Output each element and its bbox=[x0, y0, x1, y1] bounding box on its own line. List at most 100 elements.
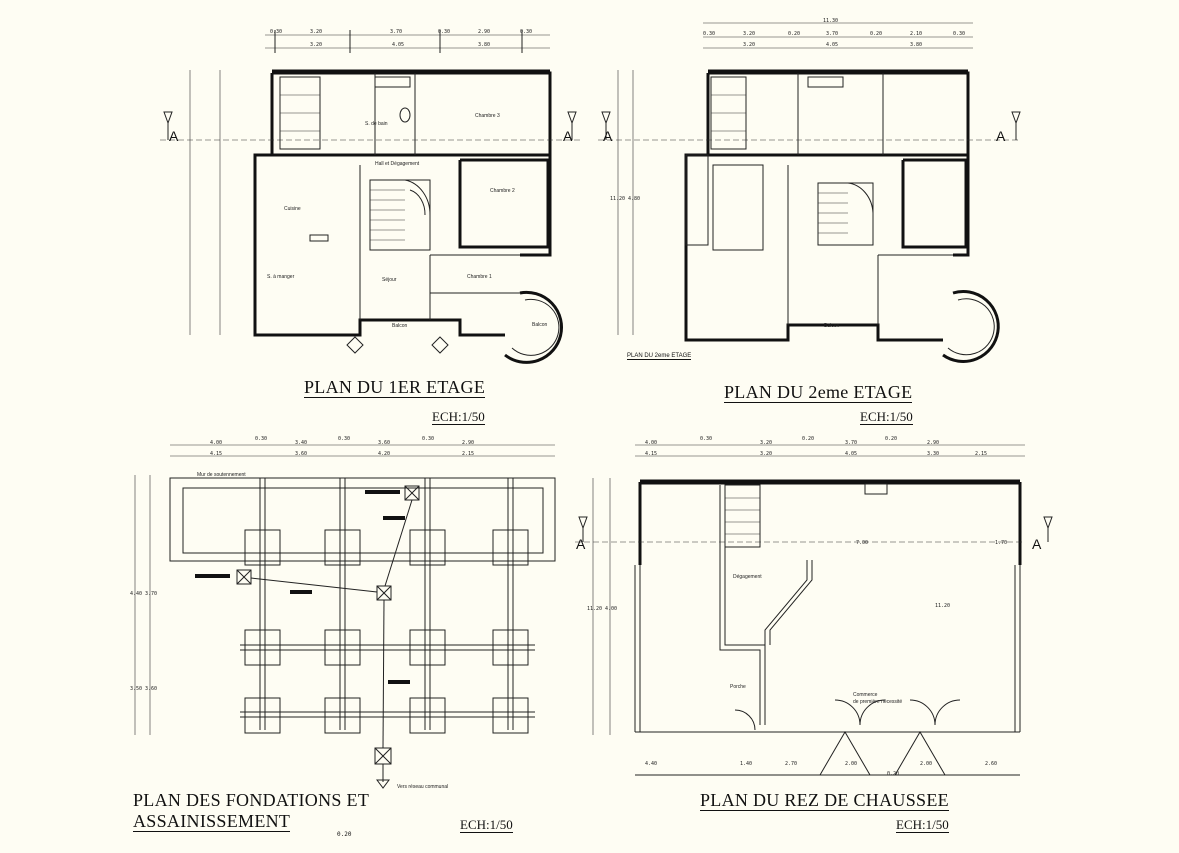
room-label: S. de bain bbox=[365, 121, 388, 127]
dim-text: 4.05 bbox=[845, 451, 857, 457]
dim-text: 0.20 bbox=[885, 436, 897, 442]
plan-scale: ECH:1/50 bbox=[460, 817, 513, 833]
dim-text: 0.20 bbox=[802, 436, 814, 442]
dim-text: 3.50 bbox=[130, 686, 142, 692]
dim-ticks bbox=[274, 30, 523, 53]
dim-text: 1.70 bbox=[995, 540, 1007, 546]
room-label: Balcon bbox=[532, 322, 548, 328]
room-label: Balcon bbox=[824, 323, 840, 329]
room-label: Hall et Dégagement bbox=[375, 161, 420, 167]
dim-text: 2.90 bbox=[478, 29, 490, 35]
dim-text: 11.20 bbox=[587, 606, 602, 612]
dim-text: 4.80 bbox=[628, 196, 640, 202]
dim-text: 1.40 bbox=[740, 761, 752, 767]
dim-text: 0.20 bbox=[887, 771, 899, 777]
plan-title: ASSAINISSEMENT bbox=[133, 811, 291, 832]
stair-treads bbox=[818, 192, 848, 234]
section-marker: A bbox=[996, 128, 1006, 144]
room-label: Chambre 1 bbox=[467, 274, 492, 280]
footings bbox=[244, 529, 529, 734]
plan-title: PLAN DU 2eme ETAGE bbox=[724, 382, 913, 403]
dim-text: 4.40 bbox=[645, 761, 657, 767]
dim-text: 11.30 bbox=[823, 18, 838, 24]
dim-text: 3.70 bbox=[826, 31, 838, 37]
dim-text: 2.90 bbox=[462, 440, 474, 446]
dim-text: 3.20 bbox=[743, 31, 755, 37]
room-label: Cuisine bbox=[284, 206, 301, 212]
stair-treads bbox=[725, 497, 760, 535]
plan-fondations: 4.00 0.30 3.40 0.30 3.60 0.30 2.90 4.15 … bbox=[130, 436, 556, 790]
plan-title: PLAN DU 1ER ETAGE bbox=[304, 377, 486, 398]
dim-text: 3.20 bbox=[310, 29, 322, 35]
plan-rez-de-chaussee: 4.00 0.30 3.20 0.20 3.70 0.20 2.90 4.15 … bbox=[575, 436, 1053, 777]
dim-text: 2.60 bbox=[985, 761, 997, 767]
room-label: Séjour bbox=[382, 277, 397, 283]
dim-text: 3.70 bbox=[145, 591, 157, 597]
dim-text: 11.20 bbox=[935, 603, 950, 609]
dim-text: 2.15 bbox=[975, 451, 987, 457]
dim-text: 0.30 bbox=[255, 436, 267, 442]
stair-treads bbox=[370, 189, 405, 241]
dim-text: 4.05 bbox=[826, 42, 838, 48]
dim-text: 4.15 bbox=[645, 451, 657, 457]
dim-text: 0.20 bbox=[788, 31, 800, 37]
dim-text: 3.20 bbox=[310, 42, 322, 48]
dim-text: 3.70 bbox=[390, 29, 402, 35]
dim-text: 2.00 bbox=[845, 761, 857, 767]
dim-text: 0.30 bbox=[270, 29, 282, 35]
dim-text: 3.70 bbox=[845, 440, 857, 446]
dim-text: 3.30 bbox=[927, 451, 939, 457]
dim-text: 0.20 bbox=[337, 831, 352, 838]
dim-text: 2.15 bbox=[462, 451, 474, 457]
plan-title: PLAN DU REZ DE CHAUSSEE bbox=[700, 790, 949, 811]
dim-text: 0.30 bbox=[520, 29, 532, 35]
room-label: Chambre 3 bbox=[475, 113, 500, 119]
plan-note: PLAN DU 2eme ETAGE bbox=[627, 353, 692, 360]
dim-text: 3.80 bbox=[910, 42, 922, 48]
room-label: Balcon bbox=[392, 323, 408, 329]
dim-text: 3.20 bbox=[760, 440, 772, 446]
plan-1er-etage: 0.30 3.20 3.70 0.30 2.90 0.30 3.20 4.05 … bbox=[160, 29, 580, 364]
room-label: Commerce bbox=[853, 692, 878, 698]
dim-text: 4.20 bbox=[378, 451, 390, 457]
dim-text: 3.60 bbox=[145, 686, 157, 692]
wall-label: Mur de soutennement bbox=[197, 472, 246, 478]
dim-text: 3.60 bbox=[295, 451, 307, 457]
dim-text: 4.15 bbox=[210, 451, 222, 457]
dim-text: 4.00 bbox=[210, 440, 222, 446]
dim-text: 3.60 bbox=[378, 440, 390, 446]
dim-text: 0.30 bbox=[438, 29, 450, 35]
dim-text: 3.80 bbox=[478, 42, 490, 48]
dim-text: 3.40 bbox=[295, 440, 307, 446]
section-marker: A bbox=[576, 536, 586, 552]
dim-text: 0.20 bbox=[870, 31, 882, 37]
plan-scale: ECH:1/50 bbox=[432, 409, 485, 425]
plan-2eme-etage: 11.30 0.30 3.20 0.20 3.70 0.20 2.10 0.30… bbox=[598, 18, 1021, 363]
dim-text: 2.00 bbox=[920, 761, 932, 767]
dim-text: 0.30 bbox=[422, 436, 434, 442]
plan-scale: ECH:1/50 bbox=[860, 409, 913, 425]
dim-text: 0.30 bbox=[700, 436, 712, 442]
plan-scale: ECH:1/50 bbox=[896, 817, 949, 833]
dim-text: 2.90 bbox=[927, 440, 939, 446]
room-label: Porche bbox=[730, 684, 746, 690]
room-label: de première nécessité bbox=[853, 699, 902, 705]
dim-text: 4.00 bbox=[605, 606, 617, 612]
dim-text: 4.05 bbox=[392, 42, 404, 48]
dim-text: 0.30 bbox=[953, 31, 965, 37]
dim-text: 11.20 bbox=[610, 196, 625, 202]
section-marker: A bbox=[169, 128, 179, 144]
room-label: S. à manger bbox=[267, 274, 295, 280]
dim-text: 0.30 bbox=[703, 31, 715, 37]
section-marker: A bbox=[603, 128, 613, 144]
room-label: Dégagement bbox=[733, 574, 762, 580]
dim-text: 4.40 bbox=[130, 591, 142, 597]
sewer-label: Vers réseau communal bbox=[397, 784, 448, 790]
dim-text: 3.20 bbox=[743, 42, 755, 48]
foundation-grid bbox=[240, 478, 535, 730]
section-marker: A bbox=[563, 128, 573, 144]
dim-text: 7.00 bbox=[856, 540, 868, 546]
dim-text: 3.20 bbox=[760, 451, 772, 457]
dim-text: 2.70 bbox=[785, 761, 797, 767]
sewer-network bbox=[195, 485, 420, 789]
